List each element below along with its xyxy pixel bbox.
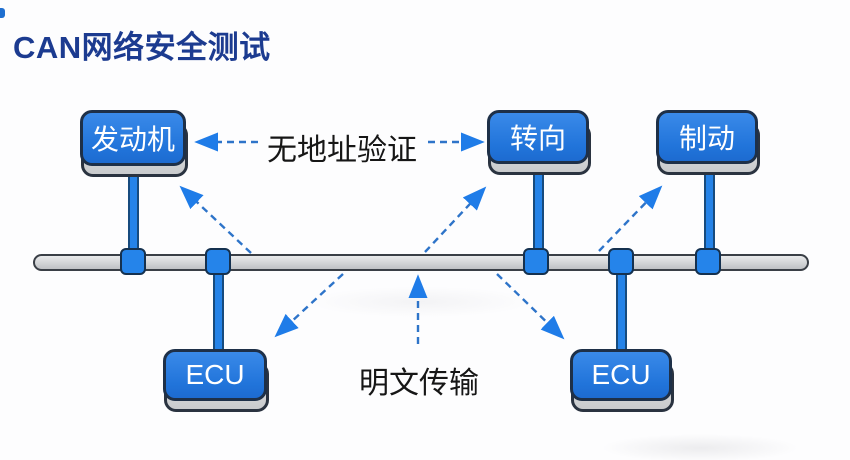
node-label-steering: 转向 xyxy=(509,123,566,154)
node-steering: 转向 xyxy=(487,110,591,175)
label-plaintext-transmission: 明文传输 xyxy=(359,367,479,400)
stem-steering xyxy=(533,160,544,260)
page-title: CAN网络安全测试 xyxy=(13,30,271,65)
arrow-bus-to-ecu-right xyxy=(496,273,565,340)
arrow-bus-to-brake xyxy=(598,185,663,252)
node-face: ECU xyxy=(163,349,267,401)
bus-tap-engine xyxy=(120,248,146,275)
stem-brake xyxy=(704,160,715,260)
node-face: ECU xyxy=(570,349,672,401)
node-face: 转向 xyxy=(487,110,589,164)
bus-tap-brake xyxy=(695,248,721,275)
stem-ecu-right xyxy=(616,266,627,356)
bus-tap-ecu-right xyxy=(608,248,634,275)
arrow-bus-to-engine xyxy=(179,185,252,254)
arrow-bus-to-steering xyxy=(424,186,487,253)
node-brake: 制动 xyxy=(656,110,760,175)
edge-artifact xyxy=(0,8,5,18)
node-label-brake: 制动 xyxy=(678,123,735,154)
node-face: 制动 xyxy=(656,110,758,164)
node-label-engine: 发动机 xyxy=(90,124,175,155)
bus-tap-ecu-left xyxy=(205,248,231,275)
arrow-bus-to-ecu-left xyxy=(274,273,344,338)
label-no-address-verification: 无地址验证 xyxy=(267,134,417,167)
node-label-ecu-left: ECU xyxy=(185,359,245,390)
node-face: 发动机 xyxy=(80,110,186,166)
stem-ecu-left xyxy=(213,266,224,356)
node-engine: 发动机 xyxy=(80,110,188,177)
node-ecu-right: ECU xyxy=(570,349,674,412)
can-bus-bar xyxy=(33,254,809,271)
node-ecu-left: ECU xyxy=(163,349,269,412)
node-label-ecu-right: ECU xyxy=(591,359,651,390)
stem-engine xyxy=(128,168,139,260)
bus-tap-steering xyxy=(523,248,549,275)
